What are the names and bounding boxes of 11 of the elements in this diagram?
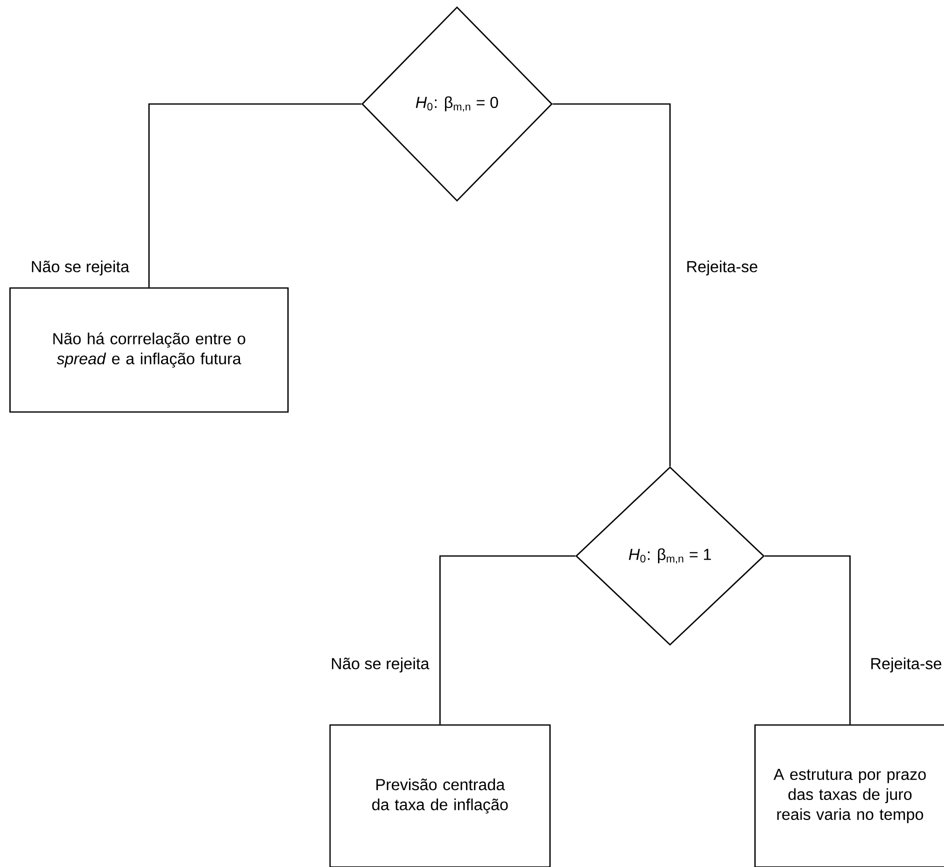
result-box: Previsão centrada da taxa de inflação xyxy=(329,724,551,867)
edge-label: Rejeita-se xyxy=(871,658,942,672)
result-box: A estrutura por prazo das taxas de juro reais varia no tempo xyxy=(754,724,944,867)
connector xyxy=(552,103,671,466)
connector xyxy=(764,555,851,724)
connector xyxy=(439,555,576,724)
edge-label: Não se rejeita xyxy=(332,658,430,672)
edge-label: Não se rejeita xyxy=(32,260,130,276)
result-box: Não há corrrelação entre o spread e a inflação futura xyxy=(9,287,289,413)
edge-label: Rejeita-se xyxy=(687,260,758,276)
connector xyxy=(148,103,362,288)
